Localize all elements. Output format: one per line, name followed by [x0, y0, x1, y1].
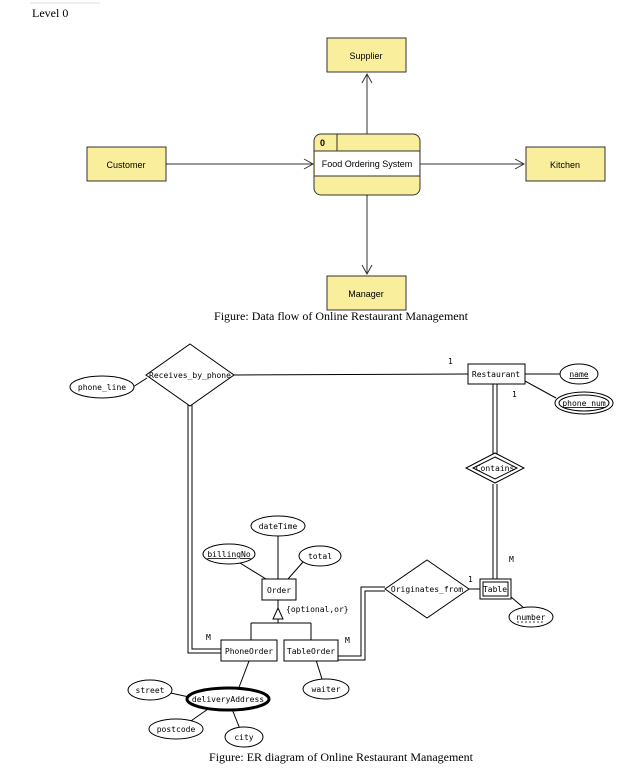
attribute-street-label: street: [136, 686, 165, 695]
er-diagram: [132, 373, 560, 730]
attribute-billing-no: billingNo: [202, 543, 256, 565]
attribute-name: name: [559, 363, 599, 385]
specialization-label: {optional,or}: [286, 605, 349, 614]
entity-order-label: Order: [267, 586, 291, 595]
dfd-diagram: Supplier Customer Kitchen Manager 0 Food…: [86, 37, 606, 311]
entity-table-order: TableOrder: [283, 639, 339, 662]
attribute-city: city: [224, 726, 264, 748]
entity-table-order-label: TableOrder: [287, 647, 335, 656]
attribute-phone-num-label: phone_num: [562, 399, 606, 408]
relationship-contains-label: Contains: [476, 464, 515, 473]
attribute-name-label: name: [569, 370, 588, 379]
entity-kitchen-label: Kitchen: [550, 160, 580, 170]
attribute-billing-no-label: billingNo: [207, 550, 251, 559]
entity-kitchen: Kitchen: [525, 146, 606, 182]
relationship-originates-from: Originates_from: [384, 559, 470, 619]
entity-restaurant: Restaurant: [467, 363, 526, 385]
specialization-triangle: [272, 606, 284, 620]
entity-supplier-label: Supplier: [349, 51, 382, 61]
dfd-caption: Figure: Data flow of Online Restaurant M…: [214, 309, 469, 323]
attribute-phone-line-label: phone_line: [78, 383, 126, 392]
attribute-total-label: total: [308, 552, 332, 561]
cardinality-table-originates: 1: [468, 575, 473, 584]
attribute-number-label: number: [517, 613, 546, 622]
entity-order: Order: [261, 578, 297, 601]
attribute-street: street: [127, 679, 173, 701]
process-name: Food Ordering System: [322, 159, 413, 169]
entity-customer-label: Customer: [106, 160, 145, 170]
cardinality-table-order: M: [345, 636, 350, 645]
attribute-total: total: [298, 545, 342, 567]
attribute-phone-num: phone_num: [554, 391, 614, 415]
attribute-date-time-label: dateTime: [259, 522, 298, 531]
attribute-delivery-address: deliveryAddress: [185, 686, 271, 712]
cardinality-table-contains: M: [509, 555, 514, 564]
attribute-phone-line: phone_line: [69, 375, 135, 399]
attribute-city-label: city: [234, 733, 253, 742]
attribute-postcode-label: postcode: [157, 725, 196, 734]
attribute-waiter: waiter: [302, 678, 350, 700]
entity-manager-label: Manager: [348, 289, 384, 299]
attribute-waiter-label: waiter: [312, 685, 341, 694]
attribute-number: number: [508, 606, 554, 628]
entity-supplier: Supplier: [326, 37, 407, 73]
er-caption: Figure: ER diagram of Online Restaurant …: [209, 750, 474, 764]
entity-customer: Customer: [86, 146, 167, 182]
relationship-receives-by-phone-label: Receives_by_phone: [149, 371, 231, 380]
attribute-delivery-address-label: deliveryAddress: [192, 695, 264, 704]
relationship-receives-by-phone: Receives_by_phone: [145, 343, 235, 407]
relationship-originates-from-label: Originates_from: [391, 585, 463, 594]
entity-restaurant-label: Restaurant: [472, 370, 520, 379]
relationship-contains: Contains: [464, 452, 526, 484]
cardinality-restaurant-phone: 1: [448, 357, 453, 366]
process-food-ordering-system: 0 Food Ordering System: [313, 133, 421, 196]
attribute-postcode: postcode: [148, 718, 204, 740]
process-number: 0: [320, 138, 325, 148]
cardinality-phone-order: M: [206, 633, 211, 642]
attribute-date-time: dateTime: [250, 515, 306, 537]
entity-phone-order: PhoneOrder: [220, 639, 278, 662]
cardinality-restaurant-contains: 1: [512, 390, 517, 399]
entity-phone-order-label: PhoneOrder: [225, 647, 273, 656]
entity-table-label: Table: [483, 585, 507, 594]
entity-manager: Manager: [326, 275, 407, 311]
level-label: Level 0: [32, 6, 69, 20]
entity-table: Table: [479, 578, 512, 600]
